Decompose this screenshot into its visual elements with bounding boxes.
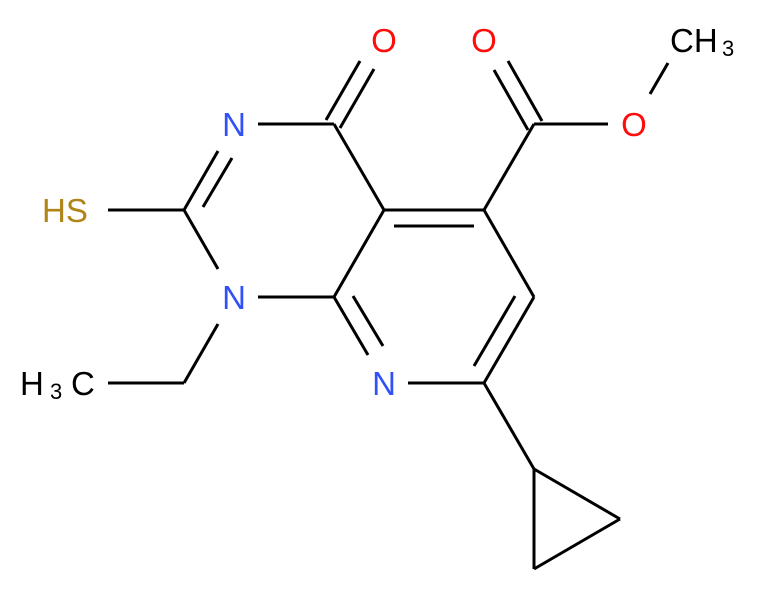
- atom-o-ester-carbonyl: O: [471, 22, 497, 59]
- bond-n8-c8a-double: [351, 295, 385, 347]
- bond-c7-cp: [482, 382, 536, 470]
- bond-c4-o: [324, 60, 362, 121]
- atom-n8: N: [372, 365, 396, 402]
- atom-h3c-h: H: [20, 365, 44, 402]
- bond-cester-o: [492, 69, 530, 131]
- atom-ch3-ester: CH: [670, 22, 718, 59]
- bond-n1-c2: [182, 209, 220, 270]
- bond-cester-o-double: [506, 60, 544, 122]
- bond-n1-ch2: [182, 323, 220, 384]
- atom-ch3-ester-subscript: 3: [722, 36, 734, 61]
- bond-c5-cester: [482, 123, 536, 211]
- atom-h3c-subscript: 3: [50, 379, 62, 404]
- bond-cp-2: [533, 517, 621, 571]
- bond-c4a-c8a: [332, 209, 386, 298]
- atom-h3c-c: C: [71, 365, 95, 402]
- atom-o-ketone: O: [371, 22, 397, 59]
- atom-o-ester-ether: O: [621, 106, 647, 143]
- bond-oether-ch3: [648, 62, 670, 95]
- atom-hs: HS: [42, 192, 88, 229]
- bond-n8-c8a: [332, 296, 370, 356]
- bond-c2-n3: [182, 150, 220, 211]
- bond-cp-1: [533, 467, 621, 521]
- bond-c2-n3-double: [201, 157, 234, 208]
- bond-c4-c4a: [332, 123, 386, 211]
- bond-c6-c7: [482, 296, 536, 384]
- bond-c6-c7-double: [472, 295, 517, 367]
- atom-n1: N: [222, 279, 246, 316]
- atom-n3: N: [222, 106, 246, 143]
- bond-c4-o-double: [338, 68, 376, 129]
- bond-c5-c6: [482, 209, 536, 298]
